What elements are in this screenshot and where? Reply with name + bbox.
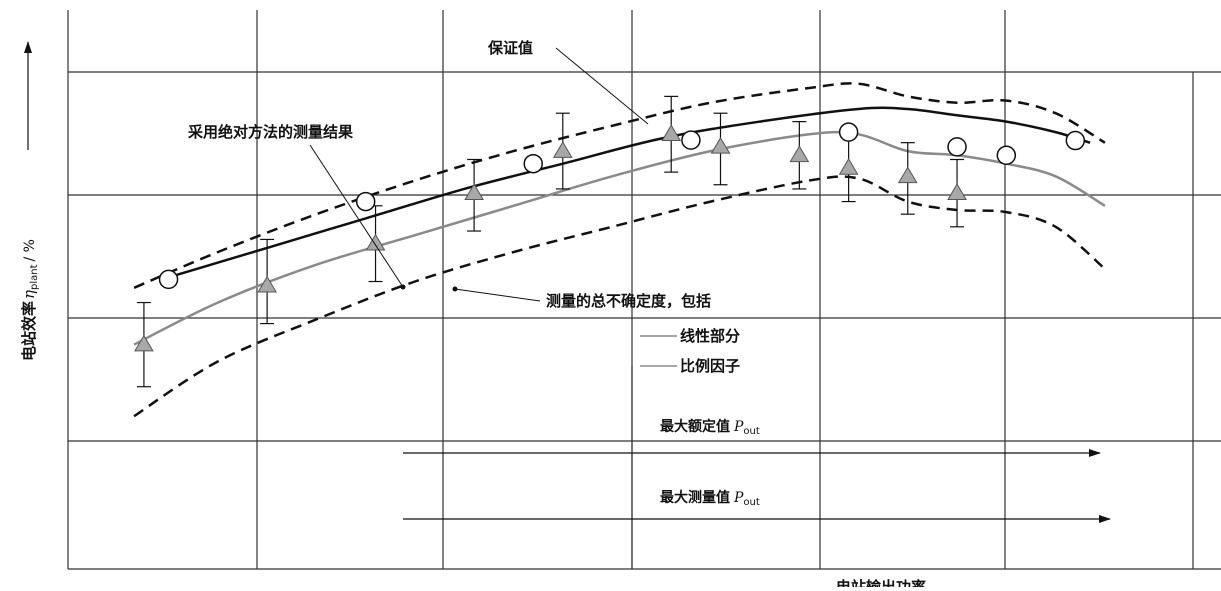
max-rated-text: 最大额定值 (660, 418, 730, 435)
guarantee-circle (158, 269, 179, 290)
x-axis-label: 电站输出功率 (836, 578, 926, 587)
y-label-sub: plant (29, 264, 40, 290)
upper-uncertainty-curve (133, 82, 1106, 289)
max-rated-p: P (733, 419, 744, 435)
measurement-triangle (552, 141, 573, 158)
max-rated-sub: out (743, 426, 759, 437)
guarantee-markers (158, 122, 1086, 290)
measurement-triangle (947, 183, 967, 200)
linear-part-label: 线性部分 (680, 327, 740, 345)
max-measured-p: P (733, 490, 744, 506)
y-label-symbol: η (20, 290, 38, 299)
absolute-method-label: 采用绝对方法的测量结果 (187, 123, 354, 141)
y-axis-label-group: 电站效率 ηplant / % (20, 239, 40, 361)
guarantee-circle (996, 145, 1017, 166)
measurement-triangle (464, 183, 484, 200)
measurement-triangle (365, 233, 386, 251)
measured-curve (133, 130, 1106, 346)
measurement-triangle (789, 145, 810, 163)
absolute-method-leader (309, 144, 404, 288)
uncertainty-label: 测量的总不确定度，包括 (546, 292, 711, 310)
triangle-markers (134, 124, 967, 352)
max-measured-text: 最大测量值 (660, 489, 730, 506)
guarantee-circle (947, 137, 967, 157)
guarantee-circle (1065, 130, 1086, 151)
guarantee-circle (681, 130, 701, 150)
measurement-triangle (134, 334, 154, 352)
guarantee-circle (838, 122, 859, 142)
guarantee-circle (523, 153, 543, 174)
y-label-unit: / % (22, 239, 38, 261)
y-axis-label: 电站效率 ηplant / % (20, 239, 40, 361)
guarantee-label: 保证值 (487, 39, 533, 57)
measurement-triangle (710, 136, 731, 154)
grid (67, 10, 1221, 570)
guarantee-leader (555, 47, 649, 125)
measurement-triangle (661, 124, 682, 142)
scale-factor-label: 比例因子 (680, 357, 740, 375)
lower-uncertainty-curve (133, 175, 1106, 418)
measurement-triangle (257, 275, 277, 293)
annotations: 保证值 采用绝对方法的测量结果 测量的总不确定度，包括 线性部分 比例因子 最大… (187, 39, 1111, 569)
max-measured-sub: out (743, 497, 759, 508)
measurement-triangle (838, 157, 859, 175)
measurement-triangle (897, 166, 918, 184)
absolute-method-dot (400, 284, 406, 290)
y-label-text: 电站效率 (20, 301, 38, 361)
guarantee-circle (355, 191, 376, 212)
uncertainty-leader (454, 288, 541, 302)
